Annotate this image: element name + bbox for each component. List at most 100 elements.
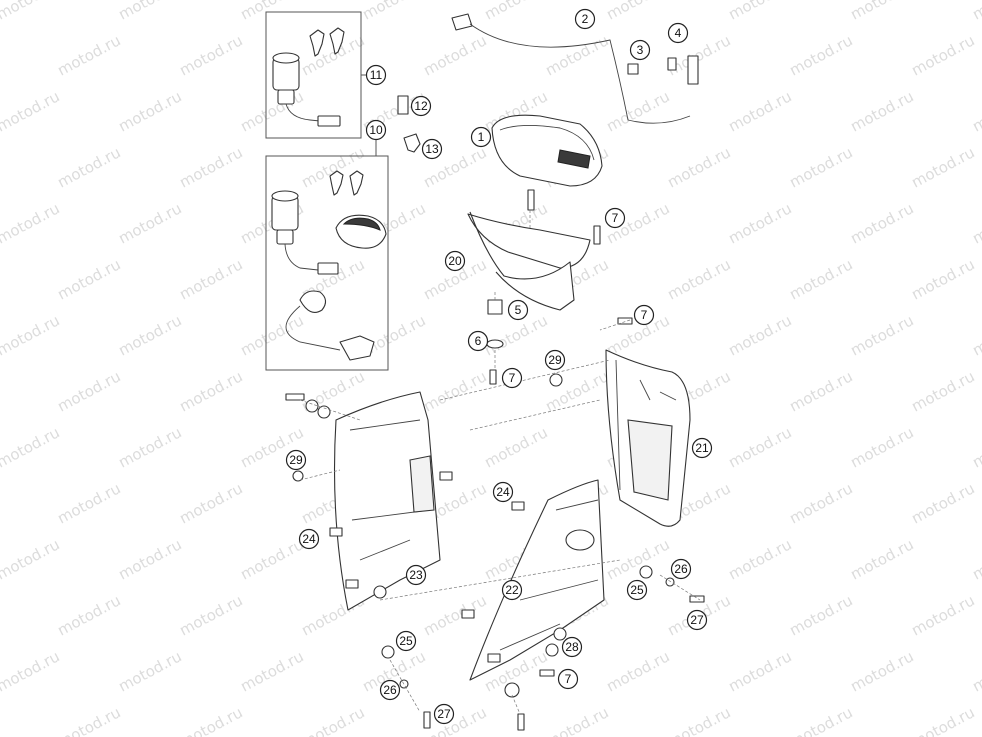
callout: 25 [395,630,417,652]
svg-text:25: 25 [630,583,644,597]
watermark-text: motod.ru [664,143,733,191]
watermark-text: motod.ru [0,703,2,737]
callout: 26 [670,558,692,580]
watermark-text: motod.ru [298,703,367,737]
watermark-text: motod.ru [908,255,977,303]
callout: 7 [501,367,523,389]
watermark-text: motod.ru [115,199,184,247]
watermark-text: motod.ru [847,87,916,135]
callout-layer: 1 2 3 4 5 6 7 7 7 7 7 10 11 12 13 20 21 … [285,8,713,725]
callout: 13 [421,138,443,160]
instrument-cluster-1 [491,114,603,187]
watermark-text: motod.ru [908,143,977,191]
watermark-text: motod.ru [176,703,245,737]
watermark-text: motod.ru [725,423,794,471]
watermark-text: motod.ru [54,367,123,415]
watermark-text: motod.ru [0,367,2,415]
callout: 7 [604,207,626,229]
watermark-text: motod.ru [54,31,123,79]
watermark-text: motod.ru [847,311,916,359]
watermark-text: motod.ru [0,311,63,359]
callout: 23 [405,564,427,586]
watermark-text: motod.ru [969,535,982,583]
callout: 24 [298,528,320,550]
clip-3 [627,63,639,75]
watermark-text: motod.ru [0,87,63,135]
svg-text:29: 29 [289,453,303,467]
watermark-text: motod.ru [847,199,916,247]
watermark-text: motod.ru [969,87,982,135]
watermark-text: motod.ru [725,87,794,135]
watermark-text: motod.ru [0,535,63,583]
callout: 21 [691,437,713,459]
watermark-text: motod.ru [725,647,794,695]
callout: 6 [467,330,489,352]
side-panel-21 [605,349,691,527]
watermark-text: motod.ru [481,0,550,24]
svg-text:4: 4 [675,26,682,40]
watermark-text: motod.ru [603,87,672,135]
watermark-text: motod.ru [54,255,123,303]
watermark-text: motod.ru [481,423,550,471]
callout: 12 [410,95,432,117]
watermark-text: motod.ru [786,143,855,191]
watermark-text: motod.ru [420,31,489,79]
grommet-5 [487,299,503,315]
watermark-text: motod.ru [908,479,977,527]
svg-text:13: 13 [425,142,439,156]
watermark-text: motod.ru [0,0,63,24]
radiator-shroud-23 [333,391,441,611]
cable-2 [451,13,691,124]
watermark-text: motod.ru [969,0,982,24]
watermark-text: motod.ru [0,423,63,471]
callout: 4 [667,22,689,44]
svg-text:26: 26 [674,562,688,576]
watermark-text: motod.ru [54,479,123,527]
watermark-text: motod.ru [359,0,428,24]
watermark-text: motod.ru [176,31,245,79]
svg-text:12: 12 [414,99,428,113]
callout: 25 [626,579,648,601]
watermark-text: motod.ru [176,255,245,303]
callout: 3 [629,39,651,61]
bolt-7-b [593,225,601,245]
watermark-text: motod.ru [603,0,672,24]
clip-4 [667,57,677,71]
watermark-text: motod.ru [54,143,123,191]
watermark-text: motod.ru [725,199,794,247]
callout: 5 [507,299,529,321]
watermark-text: motod.ru [0,479,2,527]
bolt-7-c [617,317,633,325]
lock-set-kit-10 [271,170,387,361]
svg-text:25: 25 [399,634,413,648]
watermark-text: motod.ru [0,199,63,247]
watermark-text: motod.ru [847,0,916,24]
watermark-text: motod.ru [237,311,306,359]
watermark-text: motod.ru [176,479,245,527]
svg-text:21: 21 [695,441,709,455]
callout: 29 [285,449,307,471]
watermark-text: motod.ru [420,591,489,639]
watermark-text: motod.ru [664,255,733,303]
callout: 1 [470,126,492,148]
leader-lines [299,210,701,715]
callout: 28 [561,636,583,658]
watermark-text: motod.ru [969,311,982,359]
bracket-4 [687,55,699,85]
bolt-7-d [489,369,497,385]
svg-text:2: 2 [582,12,589,26]
watermark-text: motod.ru [115,87,184,135]
watermark-text: motod.ru [115,0,184,24]
watermark-text: motod.ru [115,647,184,695]
watermark-text: motod.ru [969,423,982,471]
watermark-text: motod.ru [54,591,123,639]
watermark-text: motod.ru [786,591,855,639]
key-blank-13 [403,133,421,153]
svg-text:11: 11 [370,68,383,82]
callout: 10 [365,119,387,141]
watermark-text: motod.ru [603,647,672,695]
watermark-text: motod.ru [786,703,855,737]
radiator-shroud-22 [469,479,605,681]
watermark-text: motod.ru [0,255,2,303]
